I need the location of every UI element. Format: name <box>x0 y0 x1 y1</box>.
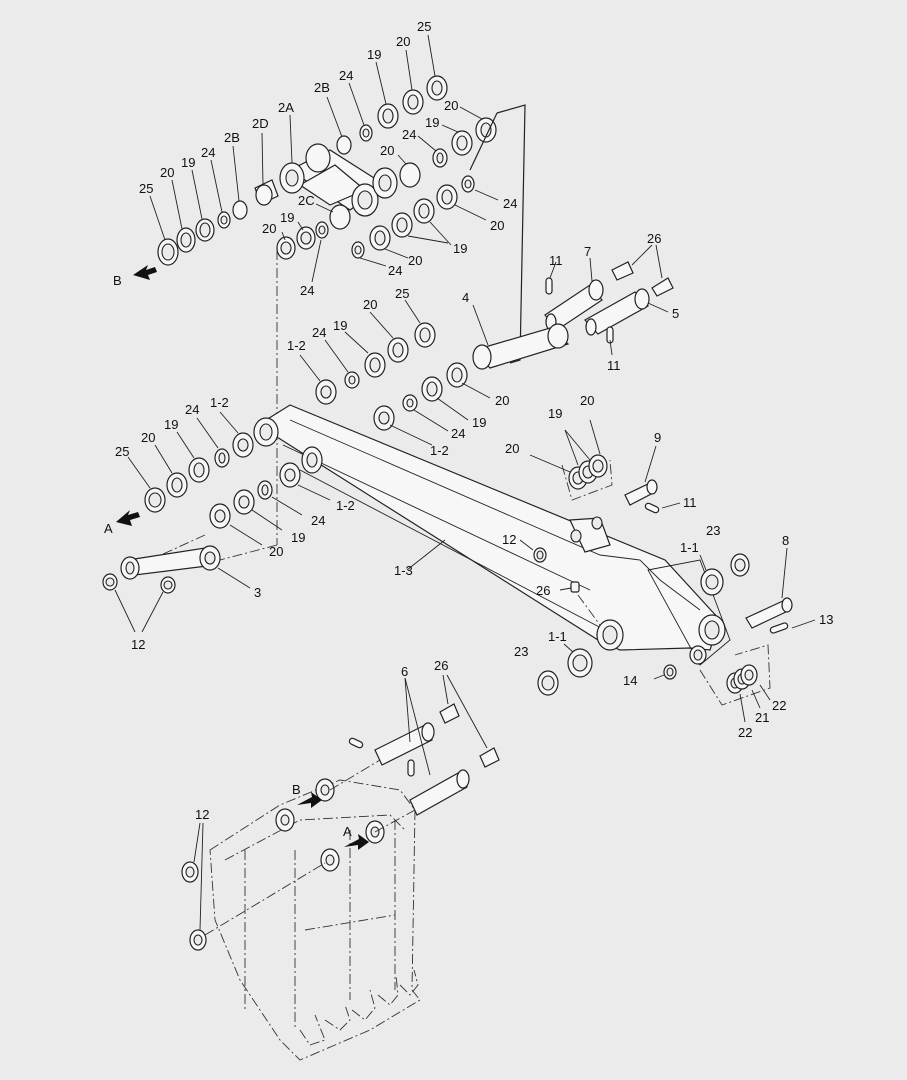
callout-20: 20 <box>380 143 394 158</box>
callout-11: 11 <box>607 358 621 373</box>
callout-19: 19 <box>548 406 562 421</box>
callout-20: 20 <box>269 544 283 559</box>
arrow-label-a: A <box>104 521 113 536</box>
callout-19: 19 <box>181 155 195 170</box>
callout-19: 19 <box>280 210 294 225</box>
callout-20: 20 <box>396 34 410 49</box>
callout-19: 19 <box>472 415 486 430</box>
callout-24: 24 <box>201 145 215 160</box>
callout-20: 20 <box>444 98 458 113</box>
direction-arrow-b <box>133 265 157 280</box>
callout-24: 24 <box>451 426 465 441</box>
callout-22: 22 <box>772 698 786 713</box>
callout-14: 14 <box>623 673 637 688</box>
callout-3: 3 <box>254 585 261 600</box>
arm-body <box>253 404 731 666</box>
callout-1-2: 1-2 <box>287 338 306 353</box>
callout-20: 20 <box>490 218 504 233</box>
pin-9 <box>624 445 681 514</box>
callout-24: 24 <box>503 196 517 211</box>
callout-26: 26 <box>536 583 550 598</box>
callout-2b: 2B <box>314 80 330 95</box>
callout-19: 19 <box>291 530 305 545</box>
callout-24: 24 <box>388 263 402 278</box>
callout-20: 20 <box>363 297 377 312</box>
callout-21: 21 <box>755 710 769 725</box>
callout-25: 25 <box>395 286 409 301</box>
callout-26: 26 <box>434 658 448 673</box>
callout-23: 23 <box>514 644 528 659</box>
arrow-label-b: B <box>292 782 301 797</box>
callout-20: 20 <box>262 221 276 236</box>
callout-7: 7 <box>584 244 591 259</box>
bucket-assembly <box>181 674 500 1061</box>
bushings-right <box>519 539 816 634</box>
callout-19: 19 <box>367 47 381 62</box>
callout-24: 24 <box>300 283 314 298</box>
callout-8: 8 <box>782 533 789 548</box>
callout-1-1: 1-1 <box>548 629 567 644</box>
callout-12: 12 <box>195 807 209 822</box>
callout-20: 20 <box>141 430 155 445</box>
callout-1-2: 1-2 <box>430 443 449 458</box>
callout-20: 20 <box>408 253 422 268</box>
callout-24: 24 <box>339 68 353 83</box>
callout-1-2: 1-2 <box>210 395 229 410</box>
middle-washer-chains <box>127 299 491 561</box>
callout-1-1: 1-1 <box>680 540 699 555</box>
lower-right-parts <box>537 581 771 723</box>
pin-assembly-right <box>472 244 674 370</box>
callout-13: 13 <box>819 612 833 627</box>
callout-24: 24 <box>185 402 199 417</box>
callout-25: 25 <box>417 19 431 34</box>
callout-20: 20 <box>580 393 594 408</box>
callout-24: 24 <box>311 513 325 528</box>
arrow-label-a: A <box>343 824 352 839</box>
callout-labels: 25 20 19 24 2B 2D 2A 2B 24 19 20 25 20 1… <box>104 19 833 839</box>
direction-arrow-a <box>116 510 140 526</box>
callout-25: 25 <box>139 181 153 196</box>
callout-19: 19 <box>453 241 467 256</box>
callout-2b: 2B <box>224 130 240 145</box>
callout-9: 9 <box>654 430 661 445</box>
callout-2a: 2A <box>278 100 294 115</box>
callout-24: 24 <box>312 325 326 340</box>
washer-stack-19-20 <box>529 419 613 501</box>
arrow-label-b: B <box>113 273 122 288</box>
callout-12: 12 <box>502 532 516 547</box>
callout-20: 20 <box>495 393 509 408</box>
callout-11: 11 <box>549 253 563 268</box>
callout-5: 5 <box>672 306 679 321</box>
callout-23: 23 <box>706 523 720 538</box>
link-3 <box>102 545 251 633</box>
callout-20: 20 <box>160 165 174 180</box>
callout-2c: 2C <box>298 193 315 208</box>
callout-20: 20 <box>505 441 519 456</box>
callout-1-2: 1-2 <box>336 498 355 513</box>
callout-2d: 2D <box>252 116 269 131</box>
callout-25: 25 <box>115 444 129 459</box>
callout-6: 6 <box>401 664 408 679</box>
callout-24: 24 <box>402 127 416 142</box>
callout-22: 22 <box>738 725 752 740</box>
callout-11: 11 <box>683 495 697 510</box>
callout-12: 12 <box>131 637 145 652</box>
callout-26: 26 <box>647 231 661 246</box>
callout-1-3: 1-3 <box>394 563 413 578</box>
callout-19: 19 <box>425 115 439 130</box>
callout-19: 19 <box>333 318 347 333</box>
callout-19: 19 <box>164 417 178 432</box>
upper-link-assembly <box>149 34 526 545</box>
callout-4: 4 <box>462 290 469 305</box>
